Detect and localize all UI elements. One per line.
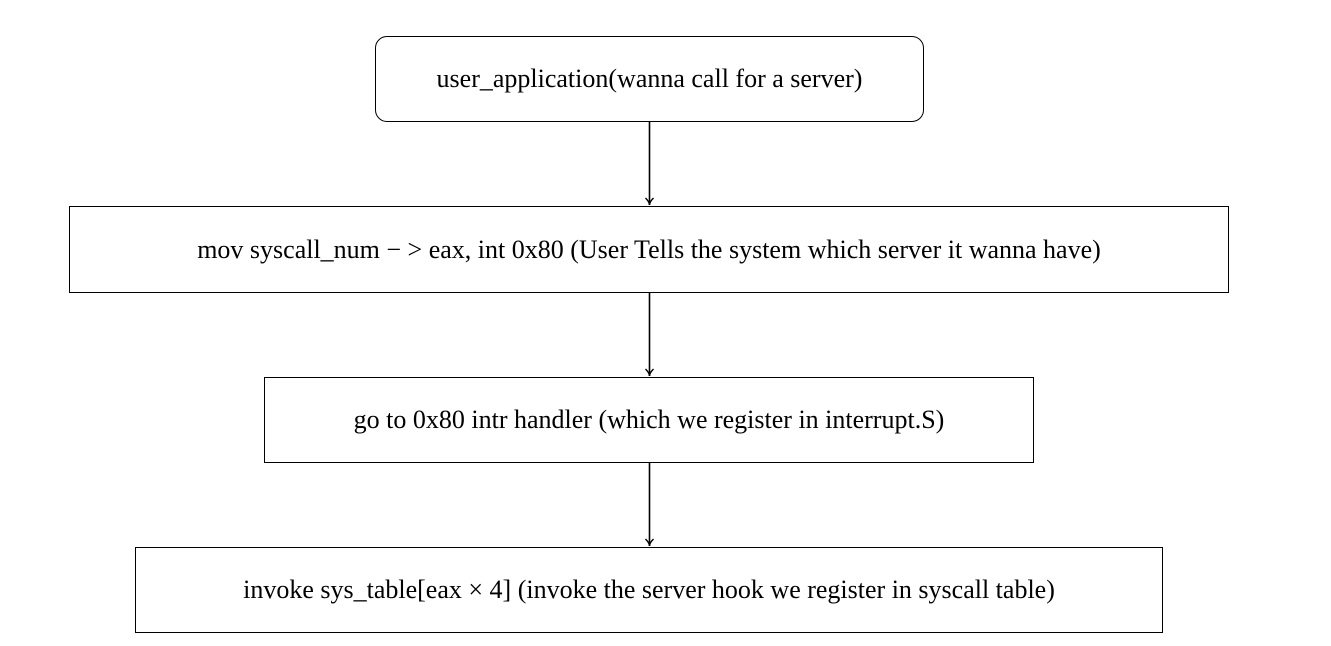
node-mov-syscall: mov syscall_num − > eax, int 0x80 (User … xyxy=(69,206,1229,293)
node-user-application: user_application(wanna call for a server… xyxy=(375,36,924,122)
node-intr-handler-label: go to 0x80 intr handler (which we regist… xyxy=(353,405,945,434)
node-intr-handler: go to 0x80 intr handler (which we regist… xyxy=(264,377,1034,463)
node-invoke-sys-table-label: invoke sys_table[eax × 4] (invoke the se… xyxy=(243,575,1055,604)
node-invoke-sys-table: invoke sys_table[eax × 4] (invoke the se… xyxy=(135,547,1163,633)
node-mov-syscall-label: mov syscall_num − > eax, int 0x80 (User … xyxy=(197,234,1101,264)
node-user-application-label: user_application(wanna call for a server… xyxy=(436,64,863,93)
